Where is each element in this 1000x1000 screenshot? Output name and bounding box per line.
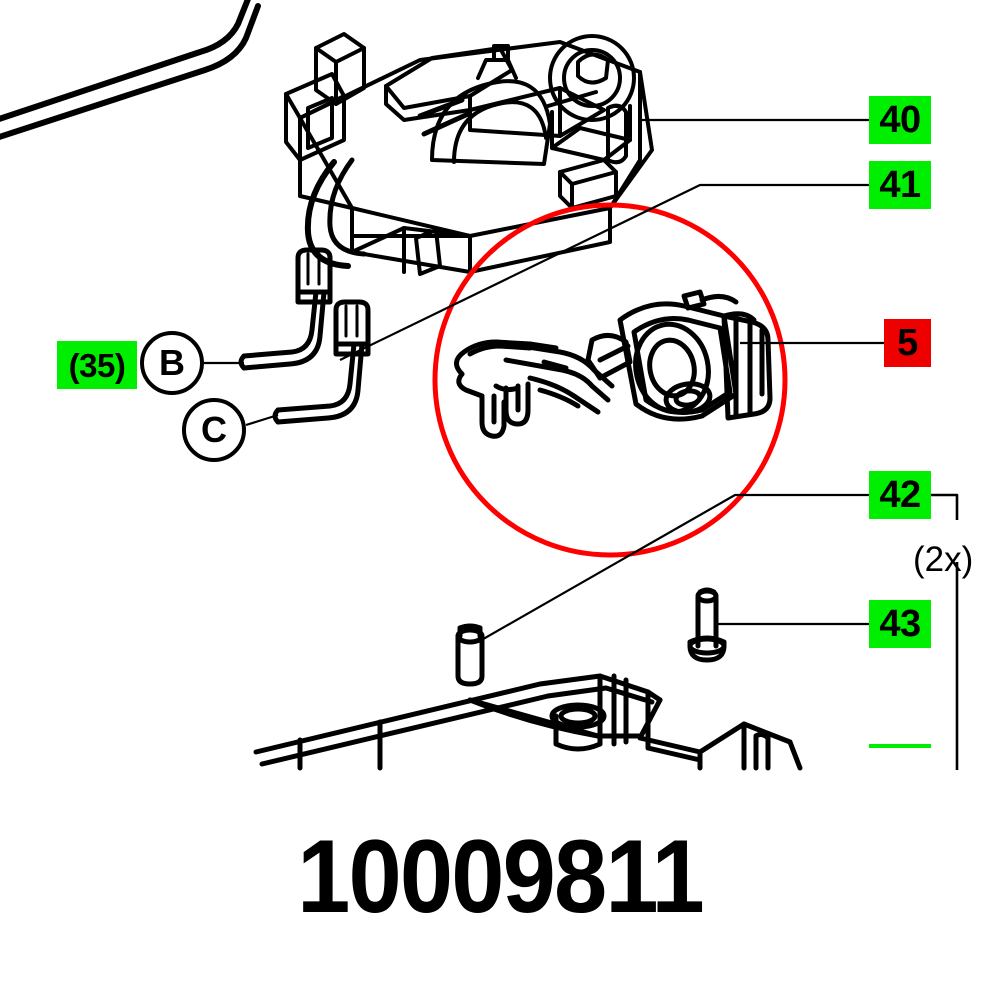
terminal-c bbox=[336, 302, 368, 354]
callout-40[interactable]: 40 bbox=[869, 96, 931, 144]
callout-43[interactable]: 43 bbox=[869, 600, 931, 648]
callout-40-label: 40 bbox=[879, 99, 921, 141]
base-housing bbox=[253, 673, 803, 771]
multiplier-note: (2x) bbox=[913, 540, 974, 579]
leader-41 bbox=[339, 183, 869, 361]
circle-ref-b[interactable]: B bbox=[140, 331, 204, 395]
circle-ref-c[interactable]: C bbox=[182, 398, 246, 462]
callout-41-label: 41 bbox=[879, 164, 921, 206]
callout-41[interactable]: 41 bbox=[869, 161, 931, 209]
callout-clipped[interactable] bbox=[869, 744, 931, 748]
flange-head-screw bbox=[687, 587, 727, 663]
callout-42-label: 42 bbox=[879, 474, 921, 516]
power-cable bbox=[0, 0, 261, 140]
part-number: 10009811 bbox=[297, 819, 705, 935]
circle-ref-b-label: B bbox=[159, 342, 185, 383]
motor-gearbox-assembly bbox=[284, 32, 654, 276]
circle-ref-c-label: C bbox=[201, 409, 227, 450]
leader-42 bbox=[477, 493, 869, 643]
callout-35[interactable]: (35) bbox=[57, 341, 137, 389]
switch-trigger-assembly bbox=[454, 289, 773, 439]
leader-c bbox=[245, 413, 279, 427]
multiplier-bracket bbox=[931, 493, 959, 770]
callout-5-label: 5 bbox=[897, 322, 918, 364]
callout-42[interactable]: 42 bbox=[869, 471, 931, 519]
callout-5[interactable]: 5 bbox=[884, 319, 931, 367]
bushing-pin bbox=[455, 623, 485, 687]
highlight-circle bbox=[432, 202, 788, 558]
leader-lines bbox=[204, 118, 884, 643]
callout-35-label: (35) bbox=[68, 346, 126, 384]
callout-43-label: 43 bbox=[879, 603, 921, 645]
